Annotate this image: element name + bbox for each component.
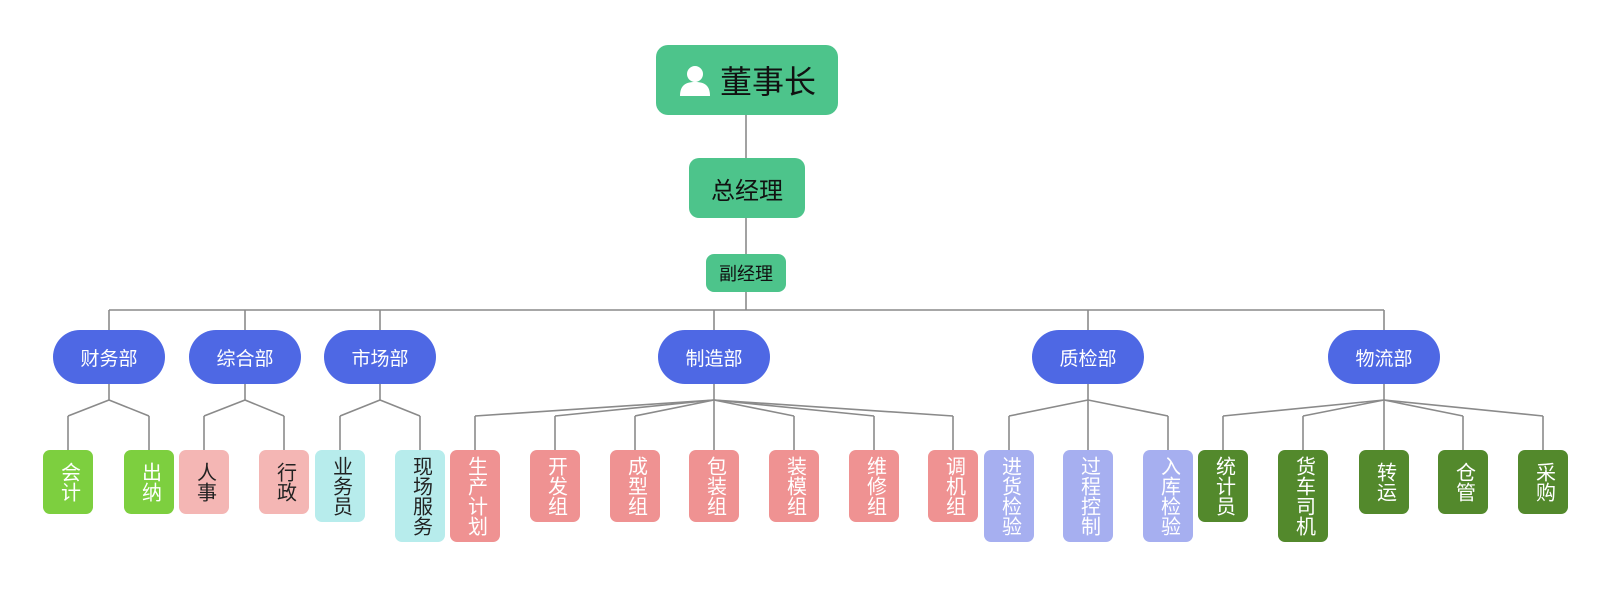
department-label: 物流部 (1355, 348, 1413, 370)
team-node[interactable]: 转运 (1359, 450, 1409, 514)
team-label: 包装组 (703, 456, 726, 516)
team-label: 业务员 (329, 456, 352, 516)
connector-line (554, 399, 715, 417)
team-node[interactable]: 统计员 (1198, 450, 1248, 522)
department-node[interactable]: 综合部 (189, 330, 301, 384)
connector-line (474, 399, 715, 417)
chairman-node[interactable]: 董事长 (656, 45, 838, 115)
team-label: 现场服务 (409, 456, 432, 536)
team-label: 行政 (273, 462, 296, 502)
team-node[interactable]: 行政 (259, 450, 309, 514)
team-label: 仓管 (1452, 462, 1475, 502)
team-label: 进货检验 (998, 456, 1021, 536)
deputy-manager-node[interactable]: 副经理 (706, 254, 786, 292)
team-node[interactable]: 过程控制 (1063, 450, 1113, 542)
team-label: 入库检验 (1157, 456, 1180, 536)
connector-line (339, 399, 381, 417)
team-label: 维修组 (863, 456, 886, 516)
department-node[interactable]: 财务部 (53, 330, 165, 384)
team-node[interactable]: 会计 (43, 450, 93, 514)
team-node[interactable]: 现场服务 (395, 450, 445, 542)
connector-line (1222, 399, 1385, 417)
team-node[interactable]: 人事 (179, 450, 229, 514)
department-node[interactable]: 市场部 (324, 330, 436, 384)
connector-line (713, 399, 795, 417)
connector-line (1008, 399, 1089, 417)
connector-line (1383, 399, 1464, 417)
team-node[interactable]: 包装组 (689, 450, 739, 522)
chairman-label: 董事长 (719, 64, 816, 100)
team-node[interactable]: 成型组 (610, 450, 660, 522)
connector-line (1087, 399, 1169, 417)
connector-line (244, 399, 285, 417)
person-icon (679, 66, 710, 96)
general-manager-node[interactable]: 总经理 (689, 158, 805, 218)
department-label: 市场部 (351, 348, 409, 370)
team-node[interactable]: 调机组 (928, 450, 978, 522)
team-node[interactable]: 进货检验 (984, 450, 1034, 542)
connector-line (108, 399, 150, 417)
deputy-manager-label: 副经理 (719, 264, 773, 284)
team-label: 统计员 (1212, 456, 1235, 516)
team-node[interactable]: 入库检验 (1143, 450, 1193, 542)
team-node[interactable]: 仓管 (1438, 450, 1488, 514)
team-node[interactable]: 出纳 (124, 450, 174, 514)
team-node[interactable]: 装模组 (769, 450, 819, 522)
connector-line (1383, 399, 1544, 417)
department-label: 综合部 (216, 348, 274, 370)
department-node[interactable]: 质检部 (1032, 330, 1144, 384)
team-node[interactable]: 生产计划 (450, 450, 500, 542)
team-label: 开发组 (544, 456, 567, 516)
general-manager-label: 总经理 (711, 177, 783, 205)
team-label: 调机组 (942, 456, 965, 516)
team-node[interactable]: 采购 (1518, 450, 1568, 514)
team-label: 生产计划 (464, 456, 487, 536)
connector-line (634, 399, 715, 417)
connector-line (67, 399, 110, 417)
team-label: 出纳 (138, 462, 161, 502)
connector-line (713, 399, 875, 417)
connector-line (713, 399, 954, 417)
team-label: 会计 (57, 462, 80, 502)
team-label: 装模组 (783, 456, 806, 516)
connector-line (1302, 399, 1385, 417)
team-label: 货车司机 (1292, 456, 1315, 536)
team-node[interactable]: 货车司机 (1278, 450, 1328, 542)
department-node[interactable]: 制造部 (658, 330, 770, 384)
department-label: 质检部 (1059, 348, 1117, 370)
team-label: 成型组 (624, 456, 647, 516)
team-label: 人事 (193, 462, 216, 502)
team-node[interactable]: 业务员 (315, 450, 365, 522)
department-label: 制造部 (685, 348, 743, 370)
department-label: 财务部 (80, 348, 138, 370)
team-node[interactable]: 维修组 (849, 450, 899, 522)
team-label: 过程控制 (1077, 456, 1100, 536)
connector-line (203, 399, 246, 417)
team-label: 采购 (1532, 462, 1555, 502)
team-label: 转运 (1373, 462, 1396, 502)
team-node[interactable]: 开发组 (530, 450, 580, 522)
department-node[interactable]: 物流部 (1328, 330, 1440, 384)
connector-line (379, 399, 421, 417)
